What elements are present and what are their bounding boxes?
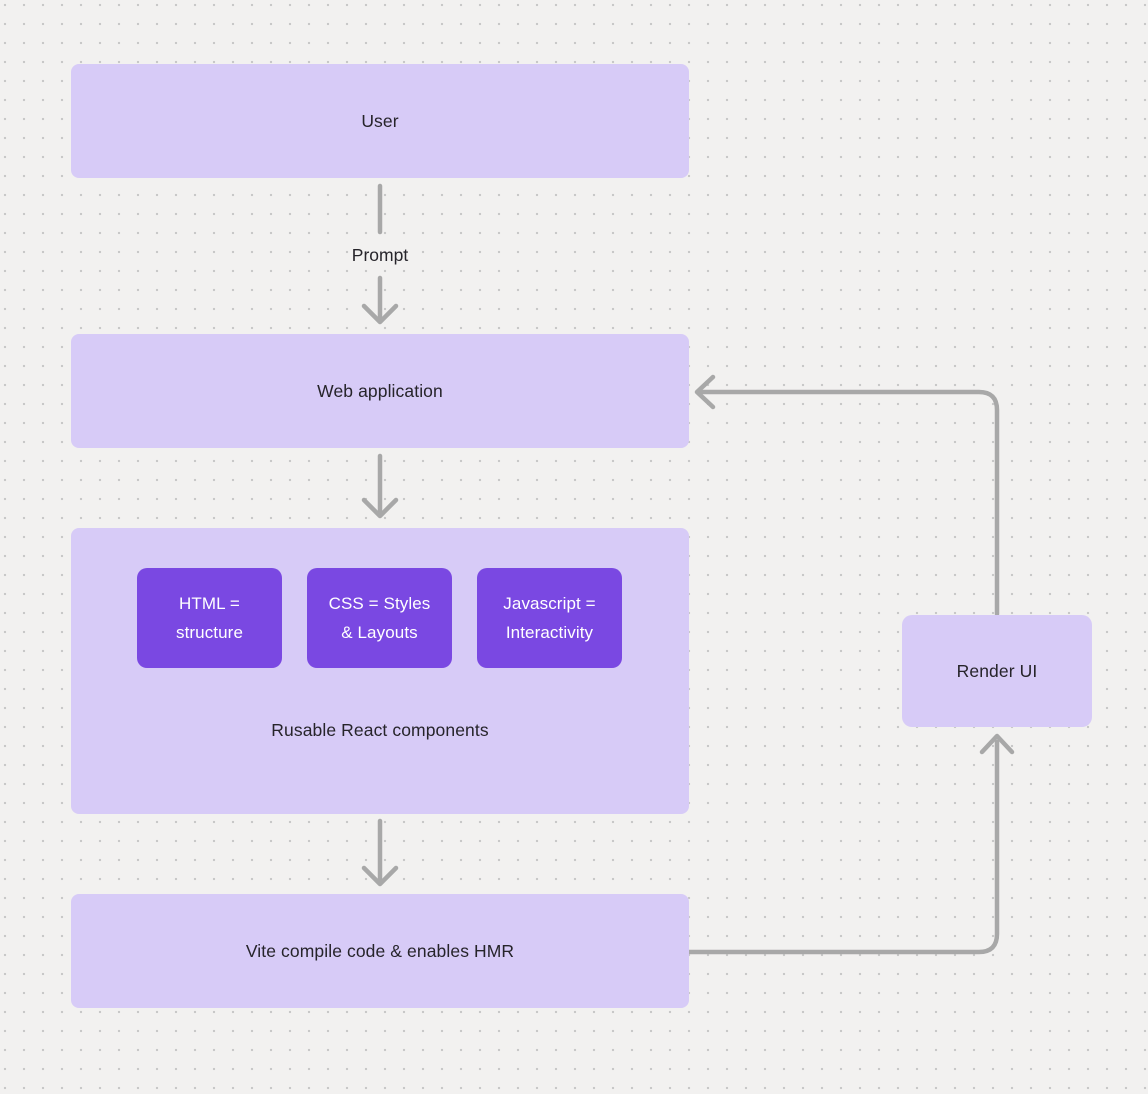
node-react-components-group[interactable]: HTML = structure CSS = Styles & Layouts …: [71, 528, 689, 814]
node-vite-label: Vite compile code & enables HMR: [245, 940, 515, 961]
node-html[interactable]: HTML = structure: [137, 568, 282, 668]
arrowhead-down-components-icon: [361, 497, 399, 519]
node-user-label: User: [361, 110, 399, 131]
arrowhead-up-renderui-icon: [979, 733, 1015, 755]
edge-renderui-to-webapp: [698, 389, 1000, 617]
edge-label-prompt: Prompt: [351, 245, 409, 265]
node-user[interactable]: User: [71, 64, 689, 178]
node-javascript-label: Javascript = Interactivity: [503, 594, 596, 642]
node-web-application-label: Web application: [317, 380, 443, 401]
edge-vite-to-renderui: [686, 739, 1000, 955]
node-web-application[interactable]: Web application: [71, 334, 689, 448]
node-vite[interactable]: Vite compile code & enables HMR: [71, 894, 689, 1008]
arrowhead-down-vite-icon: [361, 865, 399, 887]
arrowhead-down-webapp-icon: [361, 303, 399, 325]
node-render-ui-label: Render UI: [956, 660, 1038, 681]
node-render-ui[interactable]: Render UI: [902, 615, 1092, 727]
node-css-label: CSS = Styles & Layouts: [328, 594, 431, 642]
node-css[interactable]: CSS = Styles & Layouts: [307, 568, 452, 668]
arrowhead-left-webapp-icon: [694, 374, 716, 410]
react-components-group-label: Rusable React components: [271, 720, 489, 740]
node-javascript[interactable]: Javascript = Interactivity: [477, 568, 622, 668]
node-html-label: HTML = structure: [175, 594, 244, 642]
